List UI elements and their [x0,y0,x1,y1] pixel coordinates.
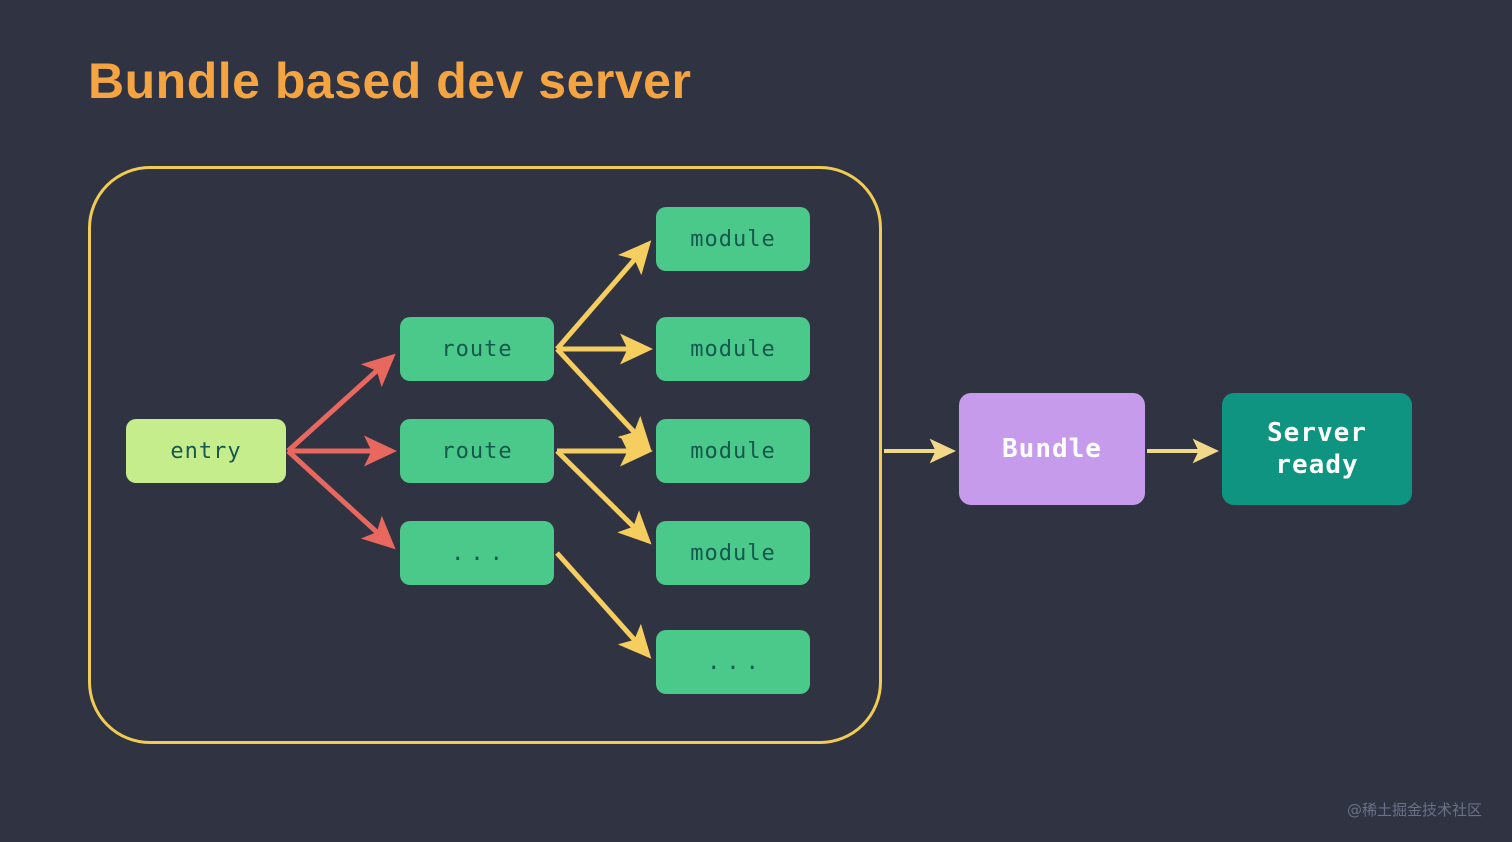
node-server-label-line2: ready [1275,450,1359,480]
node-module-1[interactable]: module [656,207,810,271]
node-module-5[interactable]: ... [656,630,810,694]
node-server-label-line1: Server [1267,417,1367,448]
page-title: Bundle based dev server [88,53,692,109]
node-module-3-label: module [690,438,776,464]
node-server-ready[interactable]: Server ready [1222,393,1412,505]
node-module-1-label: module [690,226,776,252]
node-route-1[interactable]: route [400,317,554,381]
node-module-2-label: module [690,336,776,362]
node-route-3-label: ... [451,540,509,566]
node-module-4[interactable]: module [656,521,810,585]
node-bundle[interactable]: Bundle [959,393,1145,505]
watermark: @稀土掘金技术社区 [1346,801,1482,819]
node-route-2-label: route [441,438,513,464]
node-module-3[interactable]: module [656,419,810,483]
node-entry[interactable]: entry [126,419,286,483]
node-module-5-label: ... [707,649,765,675]
node-route-2[interactable]: route [400,419,554,483]
node-module-2[interactable]: module [656,317,810,381]
node-bundle-label: Bundle [1002,434,1102,464]
node-route-3[interactable]: ... [400,521,554,585]
node-entry-label: entry [170,438,242,464]
node-module-4-label: module [690,540,776,566]
node-route-1-label: route [441,336,513,362]
bundle-group-container [88,166,882,744]
